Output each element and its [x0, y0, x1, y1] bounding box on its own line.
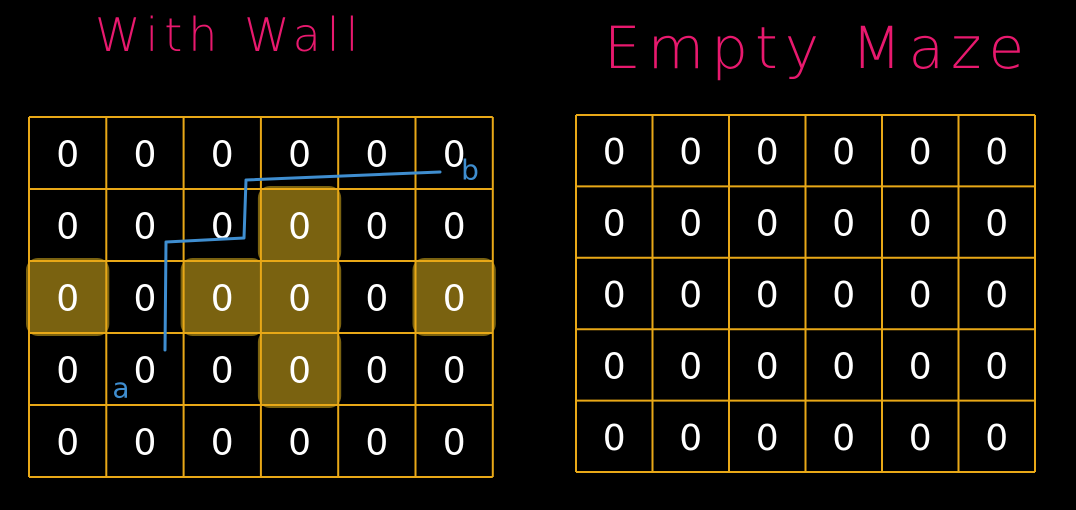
right-cell-r3-c2: 0 — [756, 346, 779, 387]
right-cell-r4-c3: 0 — [832, 418, 855, 459]
right-cell-r1-c3: 0 — [832, 204, 855, 245]
left-cell-r3-c4: 0 — [365, 351, 388, 392]
left-cell-r2-c5: 0 — [443, 279, 466, 320]
right-cell-r4-c1: 0 — [679, 418, 702, 459]
right-cell-r3-c4: 0 — [909, 346, 932, 387]
left-cell-r4-c3: 0 — [288, 423, 311, 464]
left-cell-r2-c2: 0 — [211, 279, 234, 320]
left-cell-r1-c1: 0 — [133, 207, 156, 248]
right-cell-r2-c2: 0 — [756, 275, 779, 316]
end-label: b — [461, 154, 479, 187]
left-cell-r0-c4: 0 — [365, 135, 388, 176]
right-cell-r2-c3: 0 — [832, 275, 855, 316]
left-cell-r1-c0: 0 — [56, 207, 79, 248]
left-cell-r3-c2: 0 — [211, 351, 234, 392]
left-cell-r0-c5: 0 — [443, 135, 466, 176]
left-cell-r3-c3: 0 — [288, 351, 311, 392]
right-cell-r1-c4: 0 — [909, 204, 932, 245]
right-cell-r1-c1: 0 — [679, 204, 702, 245]
right-cell-r0-c2: 0 — [756, 132, 779, 173]
right-cell-r4-c2: 0 — [756, 418, 779, 459]
left-cell-r2-c0: 0 — [56, 279, 79, 320]
right-cell-r3-c3: 0 — [832, 346, 855, 387]
left-cell-r1-c5: 0 — [443, 207, 466, 248]
start-label: a — [112, 372, 129, 405]
left-cell-r4-c5: 0 — [443, 423, 466, 464]
right-cell-r3-c1: 0 — [679, 346, 702, 387]
right-cell-r4-c4: 0 — [909, 418, 932, 459]
left-cell-r4-c0: 0 — [56, 423, 79, 464]
left-cell-r2-c1: 0 — [133, 279, 156, 320]
with-wall-title: With Wall — [95, 8, 365, 62]
left-cell-r3-c1: 0 — [133, 351, 156, 392]
left-cell-r0-c2: 0 — [211, 135, 234, 176]
right-cell-r2-c5: 0 — [985, 275, 1008, 316]
wall-cell-r1-c3 — [257, 186, 342, 264]
left-cell-r1-c3: 0 — [288, 207, 311, 248]
left-cell-r4-c1: 0 — [133, 423, 156, 464]
empty-maze-grid: 0 0 0 0 0 0 0 0 0 0 0 0 0 0 0 0 0 0 0 0 0 0 0 0 0 0 0 0 0 0 — [575, 114, 1036, 473]
left-cell-r3-c0: 0 — [56, 351, 79, 392]
right-cell-r4-c0: 0 — [603, 418, 626, 459]
right-cell-r1-c0: 0 — [603, 204, 626, 245]
right-cell-r0-c4: 0 — [909, 132, 932, 173]
left-cell-r1-c4: 0 — [365, 207, 388, 248]
wall-cell-r2-c5 — [412, 258, 496, 336]
right-cell-r2-c1: 0 — [679, 275, 702, 316]
empty-maze-title: Empty Maze — [604, 14, 1032, 82]
wall-cell-r2-c3 — [257, 258, 342, 336]
left-cell-r0-c1: 0 — [133, 135, 156, 176]
right-cell-r2-c4: 0 — [909, 275, 932, 316]
left-cell-r3-c5: 0 — [443, 351, 466, 392]
right-cell-r4-c5: 0 — [985, 418, 1008, 459]
left-cell-r0-c3: 0 — [288, 135, 311, 176]
wall-cell-r3-c3 — [257, 330, 342, 408]
left-cell-r2-c4: 0 — [365, 279, 388, 320]
right-cell-r1-c5: 0 — [985, 204, 1008, 245]
right-cell-r0-c3: 0 — [832, 132, 855, 173]
left-cell-r2-c3: 0 — [288, 279, 311, 320]
right-cell-r3-c0: 0 — [603, 346, 626, 387]
left-cell-r4-c4: 0 — [365, 423, 388, 464]
left-cell-r4-c2: 0 — [211, 423, 234, 464]
wall-cell-r2-c0 — [26, 258, 110, 336]
left-cell-r0-c0: 0 — [56, 135, 79, 176]
right-cell-r0-c0: 0 — [603, 132, 626, 173]
left-cell-r1-c2: 0 — [211, 207, 234, 248]
right-cell-r0-c5: 0 — [985, 132, 1008, 173]
right-cell-r2-c0: 0 — [603, 275, 626, 316]
right-cell-r3-c5: 0 — [985, 346, 1008, 387]
solution-path — [163, 170, 442, 352]
right-cell-r0-c1: 0 — [679, 132, 702, 173]
right-cell-r1-c2: 0 — [756, 204, 779, 245]
wall-cell-r2-c2 — [180, 258, 264, 336]
